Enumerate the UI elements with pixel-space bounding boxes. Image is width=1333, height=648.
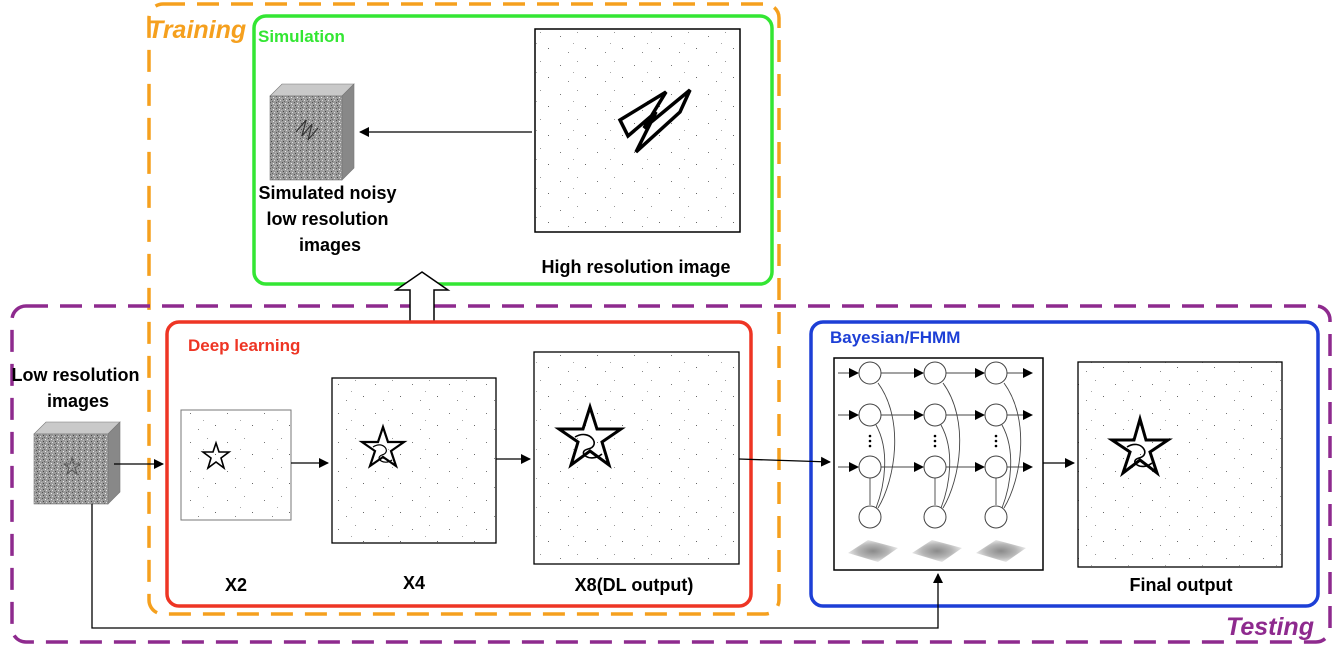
deep-learning-title: Deep learning — [188, 336, 300, 355]
testing-label: Testing — [1226, 613, 1314, 641]
x2-image — [180, 409, 292, 521]
high-resolution-image — [534, 28, 741, 233]
x4-label: X4 — [403, 573, 425, 593]
training-label: Training — [148, 16, 246, 44]
bayesian-title: Bayesian/FHMM — [830, 328, 960, 347]
final-output-label: Final output — [1130, 575, 1233, 595]
arrow-input-bypass-to-fhmm — [91, 504, 943, 629]
final-output-image — [1077, 361, 1283, 568]
x8-image — [533, 351, 740, 565]
arrow-x8-to-fhmm — [738, 456, 831, 467]
low-res-input-label: Low resolution images — [11, 365, 144, 411]
high-res-label: High resolution image — [541, 257, 730, 277]
simulated-noisy-stack — [269, 83, 355, 181]
x8-label: X8(DL output) — [575, 575, 694, 595]
training-region — [147, 2, 781, 616]
fhmm-graphical-model — [833, 357, 1044, 571]
simulation-title: Simulation — [258, 27, 345, 46]
blob-icons — [848, 540, 1026, 562]
zigzag-shape — [617, 88, 692, 154]
testing-region — [10, 304, 1332, 644]
x2-label: X2 — [225, 575, 247, 595]
simulated-noisy-label: Simulated noisy low resolution images — [258, 183, 401, 255]
low-res-input-stack — [33, 421, 121, 505]
x4-image — [331, 377, 497, 544]
